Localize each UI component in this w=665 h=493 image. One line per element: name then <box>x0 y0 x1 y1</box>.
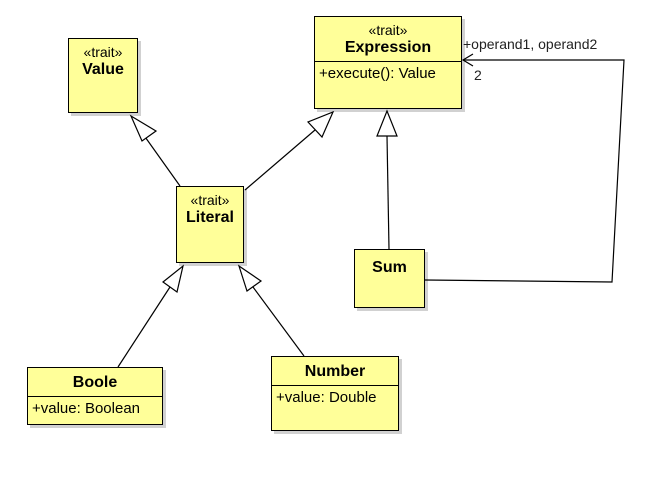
arrowhead-literal-right <box>237 264 263 292</box>
class-boole-header: Boole <box>28 368 162 396</box>
class-expression-operations: +execute(): Value <box>315 61 461 86</box>
class-number-header: Number <box>272 357 398 385</box>
edge-literal-expression <box>244 129 316 191</box>
arrowhead-literal-left <box>162 264 184 294</box>
class-number-attributes: +value: Double <box>272 385 398 410</box>
class-literal-stereotype: «trait» <box>190 192 230 208</box>
class-boole-name: Boole <box>72 374 118 391</box>
class-sum-header: Sum <box>355 250 424 281</box>
class-sum[interactable]: Sum <box>354 249 425 308</box>
class-boole[interactable]: Boole +value: Boolean <box>27 367 163 425</box>
class-sum-name: Sum <box>372 259 407 276</box>
class-number-attribute: +value: Double <box>276 389 377 406</box>
class-boole-attributes: +value: Boolean <box>28 396 162 421</box>
class-value-name: Value <box>82 61 124 78</box>
class-value-header: «trait» Value <box>69 39 137 83</box>
class-expression-operation: +execute(): Value <box>319 65 436 82</box>
class-value-stereotype: «trait» <box>83 44 123 60</box>
class-literal[interactable]: «trait» Literal <box>176 186 244 263</box>
class-expression-name: Expression <box>344 39 432 56</box>
class-literal-header: «trait» Literal <box>177 187 243 231</box>
class-expression-header: «trait» Expression <box>315 17 461 61</box>
class-number[interactable]: Number +value: Double <box>271 356 399 431</box>
edge-sum-association <box>424 59 625 283</box>
class-expression-stereotype: «trait» <box>368 22 408 38</box>
class-number-name: Number <box>304 363 366 380</box>
arrowhead-association <box>461 53 474 67</box>
association-role-label: +operand1, operand2 <box>463 36 598 52</box>
class-value[interactable]: «trait» Value <box>68 38 138 113</box>
edge-sum-expression <box>386 135 390 250</box>
edge-boole-literal <box>117 286 171 368</box>
arrowhead-expression-bottom <box>376 109 398 137</box>
class-boole-attribute: +value: Boolean <box>32 400 141 417</box>
class-expression[interactable]: «trait» Expression +execute(): Value <box>314 16 462 109</box>
arrowhead-expression-left <box>306 110 335 139</box>
edge-number-literal <box>252 286 305 357</box>
association-multiplicity-label: 2 <box>474 67 482 83</box>
edge-literal-value <box>142 133 181 187</box>
class-literal-name: Literal <box>185 209 234 226</box>
arrowhead-value <box>129 114 158 142</box>
